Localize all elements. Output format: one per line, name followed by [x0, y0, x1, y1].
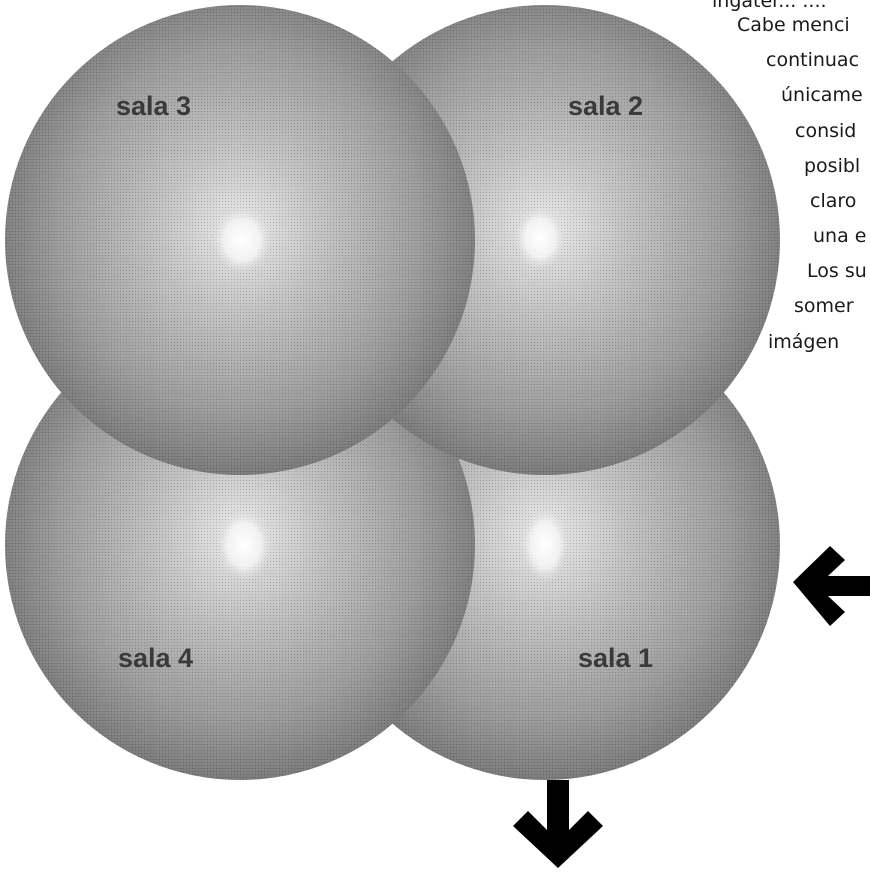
highlight-sala-4: [216, 509, 272, 581]
side-text-line-8: una e: [813, 227, 866, 246]
room-label-sala-4: sala 4: [118, 643, 193, 673]
side-text-line-9: Los su: [807, 262, 867, 281]
side-text-line-4: únicame: [781, 86, 863, 105]
side-text-line-5: consid: [795, 122, 856, 141]
side-text-line-10: somer: [794, 297, 854, 316]
highlight-sala-3: [212, 206, 272, 274]
arrow-left-icon: [793, 546, 870, 626]
side-text-line-7: claro: [810, 192, 856, 211]
highlight-sala-1: [521, 507, 569, 583]
highlight-sala-2: [514, 206, 566, 270]
arrow-down-icon: [513, 780, 603, 868]
room-label-sala-1: sala 1: [578, 643, 653, 673]
side-text-line-2: Cabe menci: [737, 16, 850, 35]
room-label-sala-2: sala 2: [568, 91, 643, 121]
side-text-line-1: ingater... ....: [712, 0, 827, 11]
side-text-line-6: posibl: [804, 157, 860, 176]
side-text-line-11: imágen: [768, 333, 839, 352]
side-text-line-3: continuac: [766, 51, 859, 70]
room-label-sala-3: sala 3: [116, 91, 191, 121]
